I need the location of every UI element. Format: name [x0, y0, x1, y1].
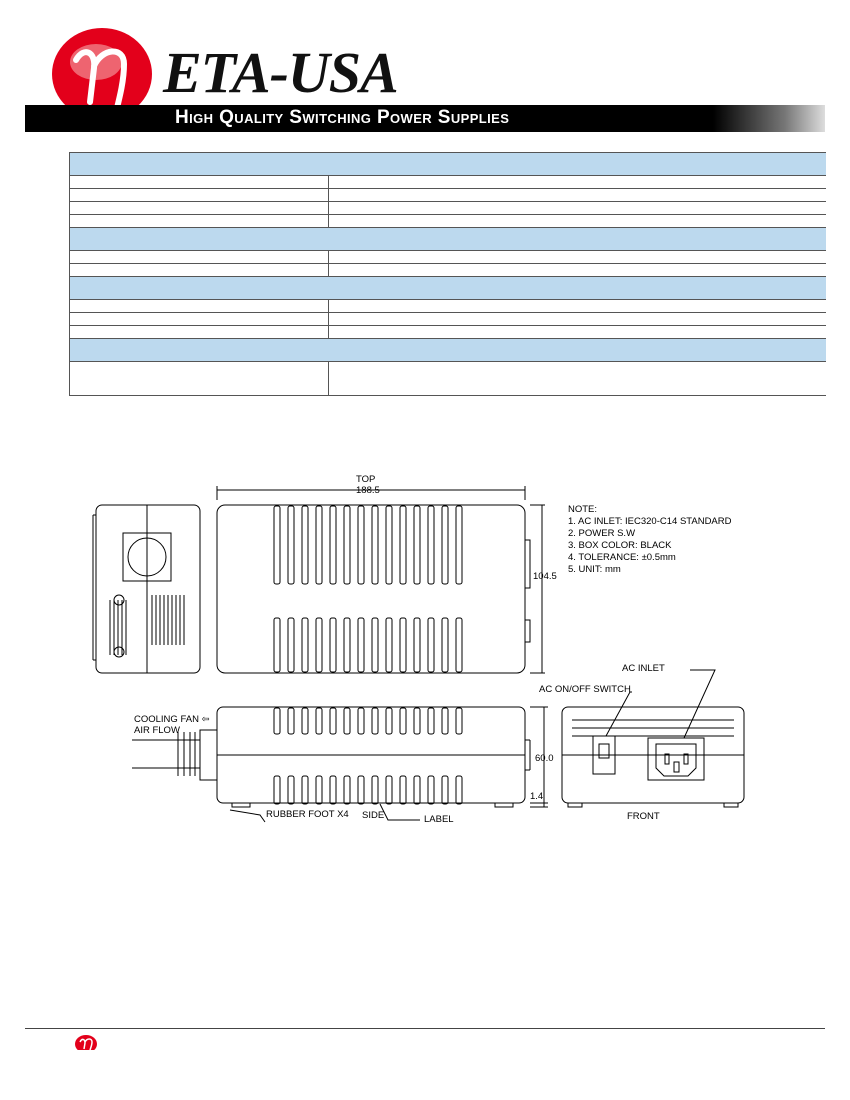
ac-inlet-label: AC INLET — [622, 663, 665, 674]
vent-slot — [301, 617, 309, 673]
vent-slot — [399, 617, 407, 673]
vent-slot — [385, 617, 393, 673]
top-label: TOP — [356, 474, 375, 485]
label-callout: LABEL — [424, 814, 454, 825]
vent-slot — [273, 505, 281, 585]
note-5: 5. UNIT: mm — [568, 564, 621, 575]
vent-slot — [329, 505, 337, 585]
brand-name: ETA-USA — [163, 40, 399, 105]
table-row — [70, 326, 826, 339]
note-3: 3. BOX COLOR: BLACK — [568, 540, 672, 551]
ac-switch-label: AC ON/OFF SWITCH — [539, 684, 631, 695]
vent-slot — [315, 617, 323, 673]
section-header — [70, 339, 826, 362]
vent-slot — [385, 505, 393, 585]
vent-slot — [385, 707, 393, 735]
vent-slot — [427, 775, 435, 805]
eta-symbol-icon — [52, 28, 152, 120]
vent-slot — [427, 505, 435, 585]
table-row — [70, 251, 826, 264]
vent-slot — [329, 707, 337, 735]
vent-slot — [273, 707, 281, 735]
end-vents — [109, 595, 185, 655]
table-row — [70, 189, 826, 202]
vent-slot — [371, 617, 379, 673]
vent-slot — [427, 707, 435, 735]
rubber-foot-label: RUBBER FOOT X4 — [266, 809, 349, 820]
vent-slot — [455, 617, 463, 673]
vent-slot — [357, 775, 365, 805]
vent-slot — [287, 505, 295, 585]
foot-height-dim: 1.4 — [530, 791, 543, 802]
vent-slot — [287, 775, 295, 805]
vent-slot — [413, 707, 421, 735]
vent-slot — [385, 775, 393, 805]
height-dim: 104.5 — [533, 571, 557, 582]
mechanical-drawing: TOP 188.5 104.5 60.0 1.4 NOTE: 1. AC INL… — [92, 474, 745, 825]
table-row — [70, 300, 826, 313]
cooling-fan-label: COOLING FAN ⇦ — [134, 714, 210, 725]
spec-table — [69, 152, 826, 396]
vent-slot — [343, 617, 351, 673]
vent-slot — [329, 617, 337, 673]
vent-slot — [315, 775, 323, 805]
vent-slot — [357, 707, 365, 735]
vent-slot — [371, 775, 379, 805]
vent-slot — [399, 707, 407, 735]
vent-slot — [301, 775, 309, 805]
side-label: SIDE — [362, 810, 384, 821]
vent-slot — [273, 617, 281, 673]
front-label: FRONT — [627, 811, 660, 822]
vent-slot — [455, 707, 463, 735]
vent-slot — [455, 775, 463, 805]
table-row — [70, 362, 826, 396]
tagline-bar: High Quality Switching Power Supplies — [25, 105, 825, 132]
vent-slot — [357, 505, 365, 585]
note-1: 1. AC INLET: IEC320-C14 STANDARD — [568, 516, 732, 527]
vent-slot — [399, 505, 407, 585]
section-header — [70, 153, 826, 176]
side-height-dim: 60.0 — [535, 753, 554, 764]
vent-slot — [343, 775, 351, 805]
vent-slot — [343, 505, 351, 585]
vent-slot — [441, 617, 449, 673]
vent-slot — [455, 505, 463, 585]
vent-slot — [315, 707, 323, 735]
table-row — [70, 176, 826, 189]
table-row — [70, 313, 826, 326]
section-header — [70, 277, 826, 300]
top-width-dim: 188.5 — [356, 485, 380, 496]
vent-slot — [357, 617, 365, 673]
vent-slot — [371, 707, 379, 735]
vent-slot — [301, 707, 309, 735]
vent-slot — [441, 775, 449, 805]
vent-slot — [329, 775, 337, 805]
vent-slot — [399, 775, 407, 805]
vent-slot — [441, 707, 449, 735]
note-2: 2. POWER S.W — [568, 528, 635, 539]
vent-slot — [287, 617, 295, 673]
vent-slot — [287, 707, 295, 735]
vent-slot — [441, 505, 449, 585]
footer-rule — [25, 1028, 825, 1029]
table-row — [70, 202, 826, 215]
vent-slot — [427, 617, 435, 673]
footer-eta-icon — [75, 1035, 97, 1050]
vent-slot — [413, 505, 421, 585]
vent-slot — [371, 505, 379, 585]
air-flow-label: AIR FLOW — [134, 725, 180, 736]
table-row — [70, 264, 826, 277]
section-header — [70, 228, 826, 251]
vent-slot — [315, 505, 323, 585]
vent-slot — [273, 775, 281, 805]
tagline: High Quality Switching Power Supplies — [175, 107, 510, 128]
note-4: 4. TOLERANCE: ±0.5mm — [568, 552, 676, 563]
note-title: NOTE: — [568, 504, 597, 515]
table-row — [70, 215, 826, 228]
vent-slot — [343, 707, 351, 735]
eta-logo — [50, 26, 160, 122]
vent-slot — [413, 617, 421, 673]
vent-slot — [301, 505, 309, 585]
vent-slot — [413, 775, 421, 805]
